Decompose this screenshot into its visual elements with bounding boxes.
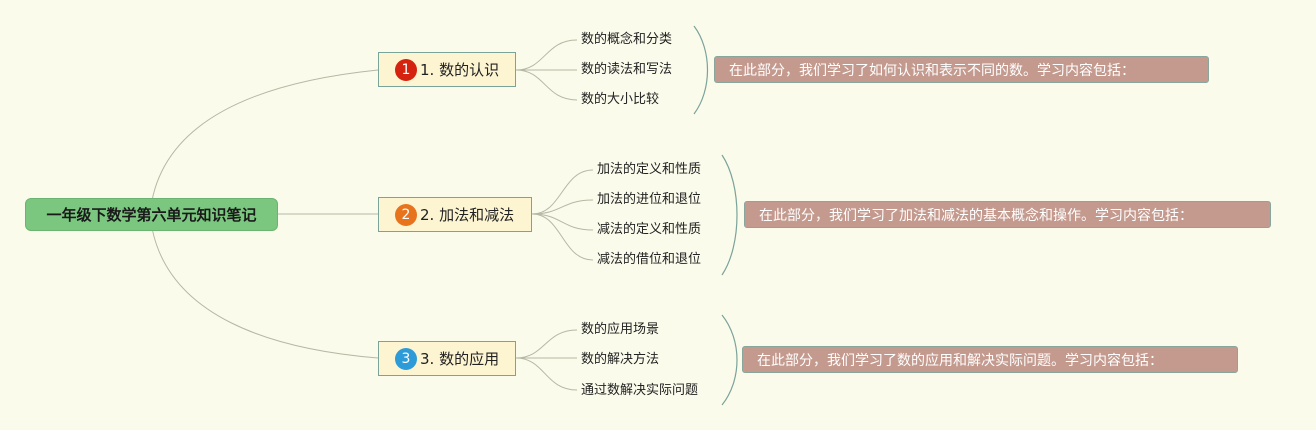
- topic-2-sub-connector-4: [531, 213, 594, 261]
- topic-2-summary[interactable]: 在此部分，我们学习了加法和减法的基本概念和操作。学习内容包括：: [744, 201, 1271, 228]
- topic-1-sub-connector-3: [515, 69, 578, 101]
- topic-2-label: 2. 加法和减法: [420, 206, 515, 224]
- topic-2-sub-connector-2: [531, 199, 594, 215]
- topic-node-1[interactable]: 1 1. 数的认识: [378, 52, 516, 87]
- topic-2-summary-text: 在此部分，我们学习了加法和减法的基本概念和操作。学习内容包括：: [759, 207, 1193, 224]
- priority-2-icon: 2: [395, 203, 417, 226]
- topic-1-label: 1. 数的认识: [420, 61, 500, 79]
- root-to-topic-3-connector: [149, 213, 379, 359]
- topic-1-subtopic-2[interactable]: 数的读法和写法: [581, 62, 673, 77]
- root-node[interactable]: 一年级下数学第六单元知识笔记: [25, 198, 278, 231]
- topic-3-summary-text: 在此部分，我们学习了数的应用和解决实际问题。学习内容包括：: [757, 352, 1163, 369]
- topic-3-sub-connector-3: [515, 357, 578, 391]
- topic-3-summary[interactable]: 在此部分，我们学习了数的应用和解决实际问题。学习内容包括：: [742, 346, 1238, 373]
- topic-2-sub-connector-1: [531, 169, 594, 215]
- topic-3-label: 3. 数的应用: [420, 350, 500, 368]
- topic-2-subtopic-4[interactable]: 减法的借位和退位: [597, 252, 702, 267]
- topic-1-summary[interactable]: 在此部分，我们学习了如何认识和表示不同的数。学习内容包括：: [714, 56, 1209, 83]
- topic-node-3[interactable]: 3 3. 数的应用: [378, 341, 516, 376]
- topic-1-subtopic-1[interactable]: 数的概念和分类: [581, 32, 673, 47]
- topic-2-subtopic-2[interactable]: 加法的进位和退位: [597, 192, 702, 207]
- root-to-topic-1-connector: [149, 69, 379, 215]
- priority-1-icon: 1: [395, 58, 417, 81]
- topic-1-subtopic-3[interactable]: 数的大小比较: [581, 92, 660, 107]
- topic-3-sub-connector-1: [515, 329, 578, 359]
- priority-3-icon: 3: [395, 347, 417, 370]
- root-label: 一年级下数学第六单元知识笔记: [46, 206, 257, 224]
- topic-3-subtopic-1[interactable]: 数的应用场景: [581, 322, 660, 337]
- topic-1-summary-brace: [693, 25, 709, 115]
- topic-3-summary-brace: [721, 314, 738, 406]
- topic-2-sub-connector-3: [531, 213, 594, 231]
- topic-3-subtopic-2[interactable]: 数的解决方法: [581, 352, 660, 367]
- topic-1-sub-connector-1: [515, 39, 578, 71]
- topic-node-2[interactable]: 2 2. 加法和减法: [378, 197, 532, 232]
- topic-2-summary-brace: [721, 154, 738, 276]
- topic-2-subtopic-1[interactable]: 加法的定义和性质: [597, 162, 702, 177]
- topic-3-subtopic-3[interactable]: 通过数解决实际问题: [581, 383, 699, 398]
- topic-2-subtopic-3[interactable]: 减法的定义和性质: [597, 222, 702, 237]
- topic-1-summary-text: 在此部分，我们学习了如何认识和表示不同的数。学习内容包括：: [729, 62, 1135, 79]
